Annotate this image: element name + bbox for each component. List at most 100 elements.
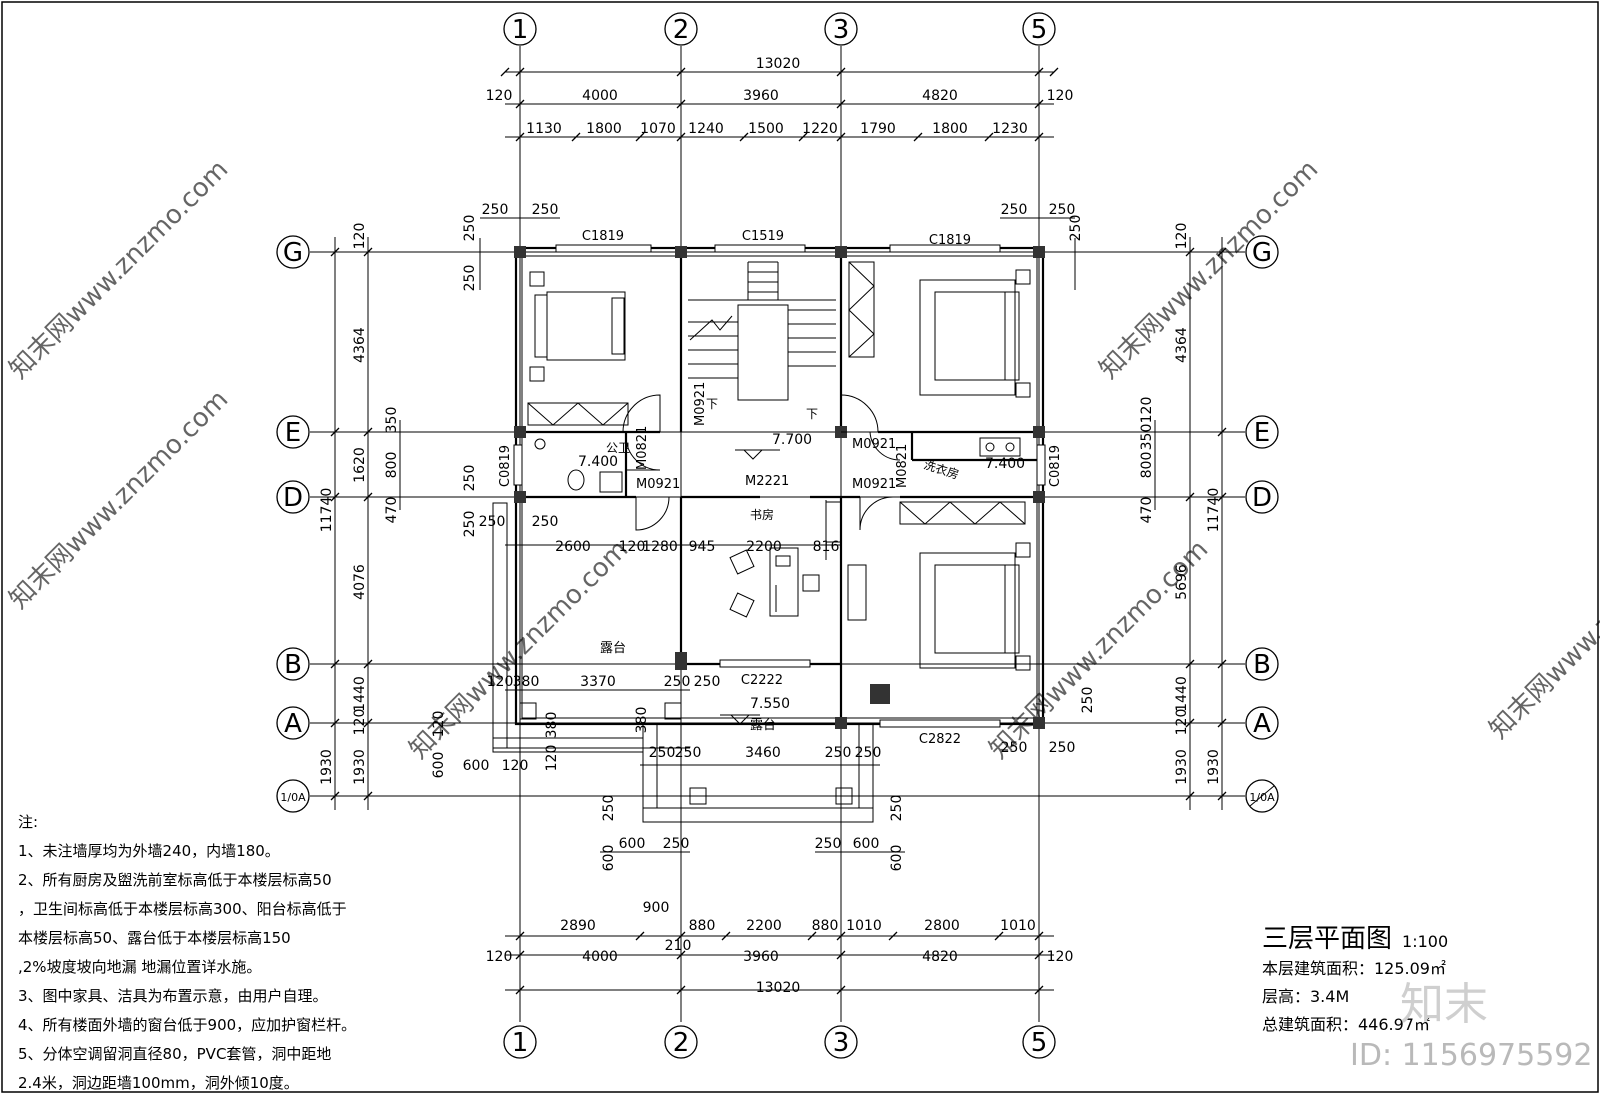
inner-dimensions: 2600 120 1280 945 2200 816 120 380 3370 …: [479, 514, 1076, 771]
dim-text: 210: [665, 938, 692, 954]
dim-text: 380: [513, 674, 540, 690]
stair-labels: 下 下: [706, 397, 818, 421]
axis-edge-marks: [1249, 785, 1275, 807]
dim-text: 350: [384, 407, 400, 434]
dim-text: 250: [1068, 215, 1084, 242]
beds: [529, 269, 1031, 671]
watermark: 知末网www.znzmo.com: [4, 154, 235, 385]
study-furniture: [729, 500, 827, 618]
axis-row-label: B: [284, 650, 302, 680]
floor-area: 本层建筑面积：125.09㎡: [1262, 959, 1446, 978]
brand-logo: 知末: [1400, 979, 1488, 1030]
columns: [514, 246, 1045, 729]
dim-text: 120: [1174, 709, 1190, 736]
window-label: C2822: [919, 732, 961, 747]
dim-text: 470: [384, 497, 400, 524]
axis-bubbles: [276, 12, 1279, 1059]
dimension-ticks: [330, 67, 1227, 995]
dim-text: 250: [889, 795, 905, 822]
dim-text: 120: [486, 949, 513, 965]
dim-text: 3370: [580, 674, 616, 690]
dim-text: 350: [1139, 424, 1155, 451]
dim-text: 120: [352, 223, 368, 250]
axis-row-label: E: [1254, 418, 1270, 448]
dim-text: 250: [1001, 202, 1028, 218]
axis-col-label: 1: [512, 1028, 529, 1058]
dim-text: 250: [694, 674, 721, 690]
dim-text: 4820: [922, 88, 958, 104]
watermark: 知末网www.znzmo.com: [1484, 514, 1600, 745]
floor-height: 层高：3.4M: [1262, 987, 1350, 1006]
room-study: 书房: [750, 507, 774, 522]
dim-text: 4000: [582, 949, 618, 965]
dim-text: 1500: [748, 121, 784, 137]
dim-text: 1240: [688, 121, 724, 137]
axis-col-label: 1: [512, 15, 529, 45]
dim-text: 250: [649, 745, 676, 761]
axis-labels: 1 2 3 5 1 2 3 5 G E D B A 1/0A G E D B A…: [280, 15, 1275, 1058]
note-line: 3、图中家具、洁具为布置示意，由用户自理。: [18, 987, 328, 1005]
dim-text: 250: [462, 511, 478, 538]
dim-text: 250: [825, 745, 852, 761]
dim-text: 4364: [1174, 327, 1190, 363]
dim-text: 1930: [319, 749, 335, 785]
dim-text: 1930: [352, 749, 368, 785]
dim-text: 120: [431, 711, 447, 738]
dim-text: 120: [502, 758, 529, 774]
dim-text: 120: [487, 674, 514, 690]
dim-text: 1010: [1000, 918, 1036, 934]
dim-text: 1440: [352, 676, 368, 712]
dim-text: 380: [634, 707, 650, 734]
dim-text: 120: [619, 539, 646, 555]
axis-row-label: E: [285, 418, 301, 448]
door-label: M0921: [852, 477, 896, 492]
inner-dim-lines: [505, 544, 841, 691]
dim-text: 250: [675, 745, 702, 761]
dim-text: 1930: [1174, 749, 1190, 785]
window-label: C1819: [929, 233, 971, 248]
total-area: 总建筑面积：446.97㎡: [1262, 1015, 1430, 1034]
dim-text: 1010: [846, 918, 882, 934]
dim-text: 2890: [560, 918, 596, 934]
note-line: 5、分体空调留洞直径80，PVC套管，洞中距地: [18, 1045, 332, 1063]
dim-text: 4820: [922, 949, 958, 965]
dim-text: 1620: [352, 447, 368, 483]
axis-row-label: G: [283, 238, 303, 268]
dim-text: 120: [1174, 223, 1190, 250]
window-label: C0819: [498, 445, 513, 487]
dim-text: 2200: [746, 539, 782, 555]
grid-lines: [310, 46, 1245, 1022]
dim-text: 3960: [743, 949, 779, 965]
dim-text: 945: [689, 539, 716, 555]
image-id: ID: 1156975592: [1350, 1038, 1593, 1073]
note-line: 2、所有厨房及盥洗前室标高低于本楼层标高50: [18, 871, 332, 889]
dim-text: 380: [544, 712, 560, 739]
bed: [919, 279, 1016, 396]
window-label: C1819: [582, 229, 624, 244]
room-labels: 书房 露台 露台 公卫 洗衣房 7.700 7.400 7.400 7.550: [578, 432, 1025, 733]
axis-row-label: D: [1252, 483, 1272, 513]
dim-text: 900: [643, 900, 670, 916]
axis-col-label: 2: [673, 1028, 690, 1058]
dim-text: 4000: [582, 88, 618, 104]
axis-row-label: A: [284, 709, 302, 739]
elevation-markers: [720, 449, 780, 725]
dim-text: 3960: [743, 88, 779, 104]
stair-arrow-label: 下: [806, 407, 818, 421]
dim-text: 800: [1139, 452, 1155, 479]
dim-text: 250: [532, 514, 559, 530]
dim-total: 11740: [1206, 488, 1222, 533]
dim-text: 250: [462, 215, 478, 242]
window-label: C2222: [741, 673, 783, 688]
dim-text: 120: [352, 709, 368, 736]
note-line: 2.4米，洞边距墙100mm，洞外倾10度。: [18, 1074, 299, 1092]
dim-text: 120: [1047, 88, 1074, 104]
dim-text: 470: [1139, 497, 1155, 524]
dim-text: 600: [463, 758, 490, 774]
note-line: ,2%坡度坡向地漏 地漏位置详水施。: [18, 958, 262, 976]
right-dimensions: 11740 4364 5696 1440 1930 1930 120 250 1…: [1068, 215, 1222, 785]
dim-text: 250: [1049, 202, 1076, 218]
room-wc: 公卫: [606, 441, 630, 455]
